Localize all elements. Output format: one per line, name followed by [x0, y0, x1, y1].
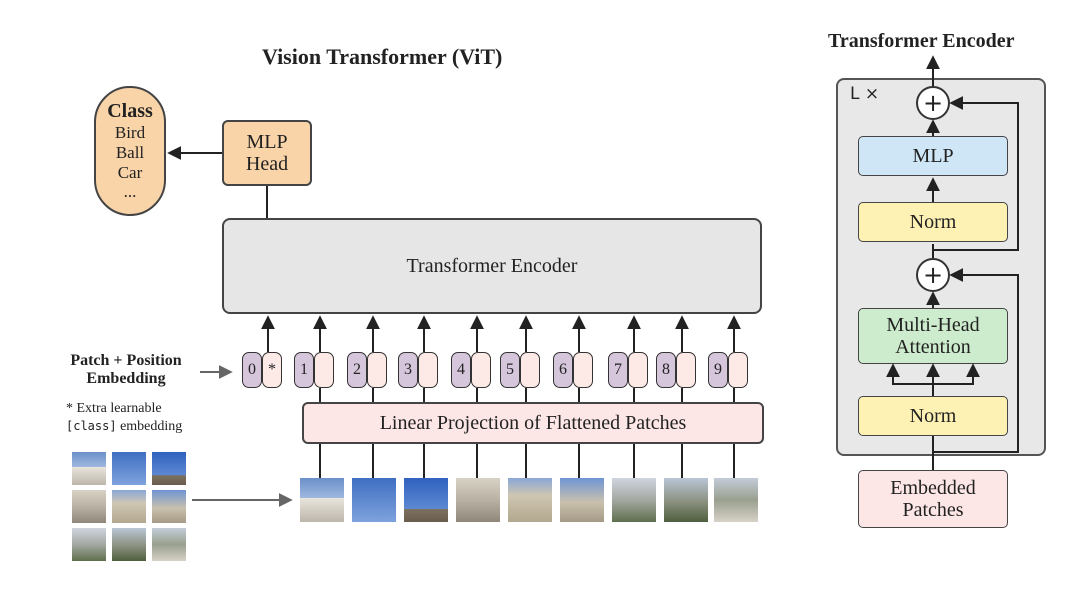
mlp-head-line2: Head [245, 153, 289, 175]
norm-top-label: Norm [909, 211, 957, 233]
linear-projection-label: Linear Projection of Flattened Patches [379, 412, 687, 434]
image-patch-6 [560, 478, 604, 522]
patch-embedding-9 [728, 352, 748, 388]
mha-block: Multi-Head Attention [858, 308, 1008, 364]
position-embedding-4: 4 [451, 352, 471, 388]
position-index-4: 4 [457, 361, 465, 378]
mlp-block: MLP [858, 136, 1008, 176]
extra-learnable-note: * Extra learnable [class] embedding [66, 400, 182, 435]
position-index-0: 0 [248, 361, 256, 378]
mlp-head-box: MLP Head [222, 120, 312, 186]
source-patch-7 [72, 528, 106, 561]
patch-embedding-1 [314, 352, 334, 388]
position-index-6: 6 [559, 361, 567, 378]
position-index-2: 2 [353, 361, 361, 378]
position-embedding-0: 0 [242, 352, 262, 388]
position-embedding-6: 6 [553, 352, 573, 388]
vit-title: Vision Transformer (ViT) [262, 44, 503, 69]
image-patch-7 [612, 478, 656, 522]
mlp-head-line1: MLP [246, 131, 288, 153]
source-patch-9 [152, 528, 186, 561]
embedded-line2: Patches [902, 499, 964, 521]
norm-top-block: Norm [858, 202, 1008, 242]
class-item-car: Car [117, 162, 143, 182]
image-patch-3 [404, 478, 448, 522]
position-index-1: 1 [300, 361, 308, 378]
patch-embedding-3 [418, 352, 438, 388]
source-patch-8 [112, 528, 146, 561]
patch-embedding-8 [676, 352, 696, 388]
position-embedding-9: 9 [708, 352, 728, 388]
patch-embedding-6 [573, 352, 593, 388]
class-item-ball: Ball [115, 142, 145, 162]
plus-bottom-symbol: + [922, 261, 944, 289]
residual-add-bottom-icon: + [916, 258, 950, 292]
embedded-patches-block: Embedded Patches [858, 470, 1008, 528]
position-embedding-3: 3 [398, 352, 418, 388]
linear-projection-box: Linear Projection of Flattened Patches [302, 402, 764, 444]
class-item-ellipsis: ... [123, 182, 137, 202]
extra-note-rest: embedding [116, 418, 183, 434]
mha-line1: Multi-Head [886, 314, 980, 336]
image-patch-4 [456, 478, 500, 522]
image-patch-2 [352, 478, 396, 522]
class-heading: Class [107, 100, 153, 123]
plus-top-symbol: + [922, 89, 944, 117]
embedding-marker-0: * [268, 361, 276, 378]
position-embedding-5: 5 [500, 352, 520, 388]
mha-line2: Attention [895, 336, 971, 358]
source-patch-4 [72, 490, 106, 523]
patch-position-line1: Patch + Position [70, 352, 182, 369]
image-patch-1 [300, 478, 344, 522]
extra-note-line2: [class] embedding [66, 418, 182, 436]
class-output-box: Class Bird Ball Car ... [94, 86, 166, 216]
class-item-bird: Bird [114, 123, 146, 143]
source-patch-3 [152, 452, 186, 485]
source-patch-1 [72, 452, 106, 485]
position-embedding-1: 1 [294, 352, 314, 388]
source-patch-5 [112, 490, 146, 523]
position-index-7: 7 [614, 361, 622, 378]
position-embedding-8: 8 [656, 352, 676, 388]
norm-bottom-label: Norm [909, 405, 957, 427]
patch-embedding-7 [628, 352, 648, 388]
repeat-label: L × [850, 84, 880, 104]
extra-note-line1: * Extra learnable [66, 401, 162, 416]
position-embedding-2: 2 [347, 352, 367, 388]
position-index-9: 9 [714, 361, 722, 378]
transformer-encoder-box: Transformer Encoder [222, 218, 762, 314]
norm-bottom-block: Norm [858, 396, 1008, 436]
patch-position-line2: Embedding [86, 370, 166, 388]
image-patch-9 [714, 478, 758, 522]
source-patch-2 [112, 452, 146, 485]
residual-add-top-icon: + [916, 86, 950, 120]
patch-embedding-4 [471, 352, 491, 388]
class-code: [class] [66, 418, 117, 433]
position-embedding-7: 7 [608, 352, 628, 388]
image-patch-5 [508, 478, 552, 522]
position-index-3: 3 [404, 361, 412, 378]
position-index-8: 8 [662, 361, 670, 378]
mlp-block-label: MLP [912, 145, 954, 167]
class-token-embedding: * [262, 352, 282, 388]
embedded-line1: Embedded [890, 477, 976, 499]
image-patch-8 [664, 478, 708, 522]
patch-embedding-5 [520, 352, 540, 388]
transformer-encoder-label: Transformer Encoder [406, 255, 578, 277]
position-index-5: 5 [506, 361, 514, 378]
source-patch-6 [152, 490, 186, 523]
token-arrows [261, 315, 741, 478]
patch-position-label: Patch + Position Embedding [52, 352, 200, 389]
patch-embedding-2 [367, 352, 387, 388]
encoder-detail-title: Transformer Encoder [828, 30, 1015, 52]
